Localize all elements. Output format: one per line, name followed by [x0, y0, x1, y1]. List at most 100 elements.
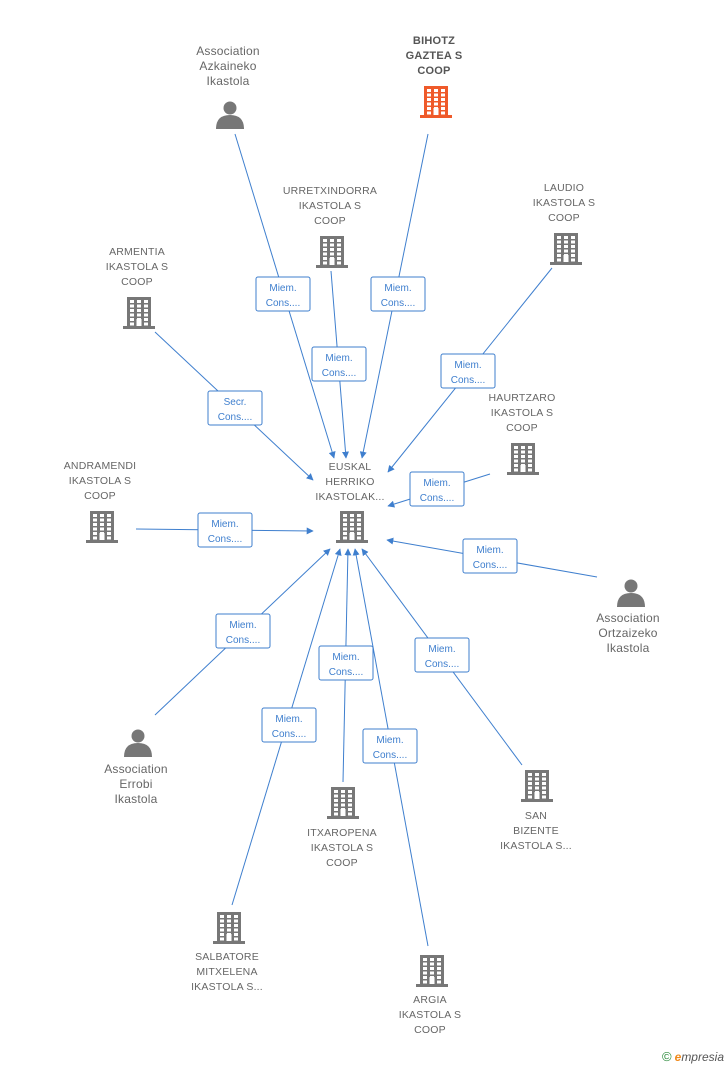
edge-label-text: Cons.... — [218, 412, 252, 423]
node-label-line: COOP — [84, 490, 116, 502]
edge-label-box — [462, 538, 518, 574]
node-label-line: ARMENTIA — [109, 246, 165, 258]
node-label-line: Azkaineko — [199, 59, 256, 73]
node-center[interactable]: EUSKALHERRIKOIKASTOLAK... — [315, 461, 384, 543]
edge-label-argia[interactable]: Miem. Cons.... — [362, 728, 418, 764]
edge-label-text: Miem. — [384, 283, 411, 294]
edge-label-text: Miem. — [454, 360, 481, 371]
building-icon — [123, 297, 155, 329]
edge-label-box — [318, 645, 374, 681]
edge-labels-layer: Miem. Cons.... Miem. Cons.... Miem. Cons.... M… — [197, 276, 518, 764]
edge-label-box — [255, 276, 311, 312]
node-label-line: COOP — [417, 65, 450, 77]
node-label-line: ANDRAMENDI — [64, 460, 137, 472]
node-label-line: Errobi — [119, 777, 152, 791]
node-label-line: COOP — [548, 212, 580, 224]
edge-label-urretxindorra[interactable]: Miem. Cons.... — [311, 346, 367, 382]
copyright-icon: © — [662, 1049, 672, 1064]
edge-label-text: Miem. — [275, 714, 302, 725]
node-label-line: HERRIKO — [325, 476, 374, 488]
edge-label-andramendi[interactable]: Miem.Cons.... — [197, 512, 253, 548]
node-label-line: COOP — [414, 1024, 446, 1036]
node-label-line: Association — [104, 762, 168, 776]
edge-label-box — [370, 276, 426, 312]
edge-label-text: Miem. — [376, 735, 403, 746]
person-icon — [216, 101, 244, 129]
node-label-line: COOP — [121, 276, 153, 288]
edge-label-ortzaizeko[interactable]: Miem. Cons.... — [462, 538, 518, 574]
node-label-line: URRETXINDORRA — [283, 185, 377, 197]
node-label-line: Ikastola — [207, 74, 250, 88]
node-label-line: IKASTOLA S — [69, 475, 132, 487]
node-label-line: COOP — [314, 215, 346, 227]
node-andramendi[interactable]: ANDRAMENDI IKASTOLA S COOP — [64, 460, 137, 543]
person-icon — [617, 579, 645, 607]
building-icon — [521, 770, 553, 802]
node-bihotz[interactable]: BIHOTZ GAZTEA S COOP — [406, 35, 463, 118]
footer-brand: ©empresia — [662, 1049, 724, 1064]
brand-initial: e — [674, 1050, 682, 1064]
edge-label-text: Cons.... — [420, 493, 454, 504]
edge-label-text: Miem. — [332, 652, 359, 663]
nodes-layer: EUSKALHERRIKOIKASTOLAK...AssociationAzka… — [64, 35, 660, 1036]
edge-label-text: Cons.... — [381, 298, 415, 309]
node-label-line: IKASTOLA S — [299, 200, 362, 212]
edge-label-text: Miem. — [476, 545, 503, 556]
edge-label-text: Miem. — [428, 644, 455, 655]
edge-label-text: Cons.... — [473, 560, 507, 571]
node-label-line: Ikastola — [607, 641, 650, 655]
edge-label-salbatore[interactable]: Miem. Cons.... — [261, 707, 317, 743]
edge-label-sanbizente[interactable]: Miem.Cons.... — [414, 637, 470, 673]
edge-label-itxaropena[interactable]: Miem.Cons.... — [318, 645, 374, 681]
edge-label-text: Cons.... — [226, 635, 260, 646]
node-label-line: BIHOTZ — [413, 35, 455, 47]
node-label-line: IKASTOLA S — [399, 1009, 462, 1021]
edge-label-box — [261, 707, 317, 743]
building-icon — [507, 443, 539, 475]
building-icon — [416, 955, 448, 987]
edge-label-laudio[interactable]: Miem.Cons.... — [440, 353, 496, 389]
edge-label-text: Miem. — [325, 353, 352, 364]
node-label-line: COOP — [506, 422, 538, 434]
edge-label-haurtzaro[interactable]: Miem. Cons.... — [409, 471, 465, 507]
node-label-line: MITXELENA — [196, 966, 257, 978]
node-label-line: GAZTEA S — [406, 50, 463, 62]
node-label-line: IKASTOLA S... — [191, 981, 263, 993]
edge-label-errobi[interactable]: Miem. Cons.... — [215, 613, 271, 649]
edge-label-azkaineko[interactable]: Miem. Cons.... — [255, 276, 311, 312]
building-icon — [316, 236, 348, 268]
edge-label-text: Cons.... — [322, 368, 356, 379]
node-label-line: SALBATORE — [195, 951, 259, 963]
brand-name: mpresia — [681, 1050, 724, 1064]
building-icon — [86, 511, 118, 543]
node-label-line: SAN — [525, 810, 547, 822]
edge-label-text: Cons.... — [266, 298, 300, 309]
edge-label-text: Miem. — [269, 283, 296, 294]
edge-label-text: Miem. — [229, 620, 256, 631]
edge-label-text: Secr. — [224, 397, 247, 408]
edge-label-text: Cons.... — [272, 729, 306, 740]
edge-label-box — [414, 637, 470, 673]
node-urretxindorra[interactable]: URRETXINDORRA IKASTOLA S COOP — [283, 185, 377, 268]
edge-label-text: Miem. — [211, 519, 238, 530]
edge-label-bihotz[interactable]: Miem. Cons.... — [370, 276, 426, 312]
node-label-line: Ortzaizeko — [598, 626, 657, 640]
edge-label-text: Cons.... — [373, 750, 407, 761]
node-label-line: ITXAROPENA — [307, 827, 377, 839]
edge-label-box — [362, 728, 418, 764]
node-label-line: BIZENTE — [513, 825, 559, 837]
edge-label-armentia[interactable]: Secr. Cons.... — [207, 390, 263, 426]
edge-label-box — [197, 512, 253, 548]
edge-label-text: Miem. — [423, 478, 450, 489]
node-salbatore[interactable]: SALBATORE MITXELENA IKASTOLA S... — [191, 912, 263, 993]
